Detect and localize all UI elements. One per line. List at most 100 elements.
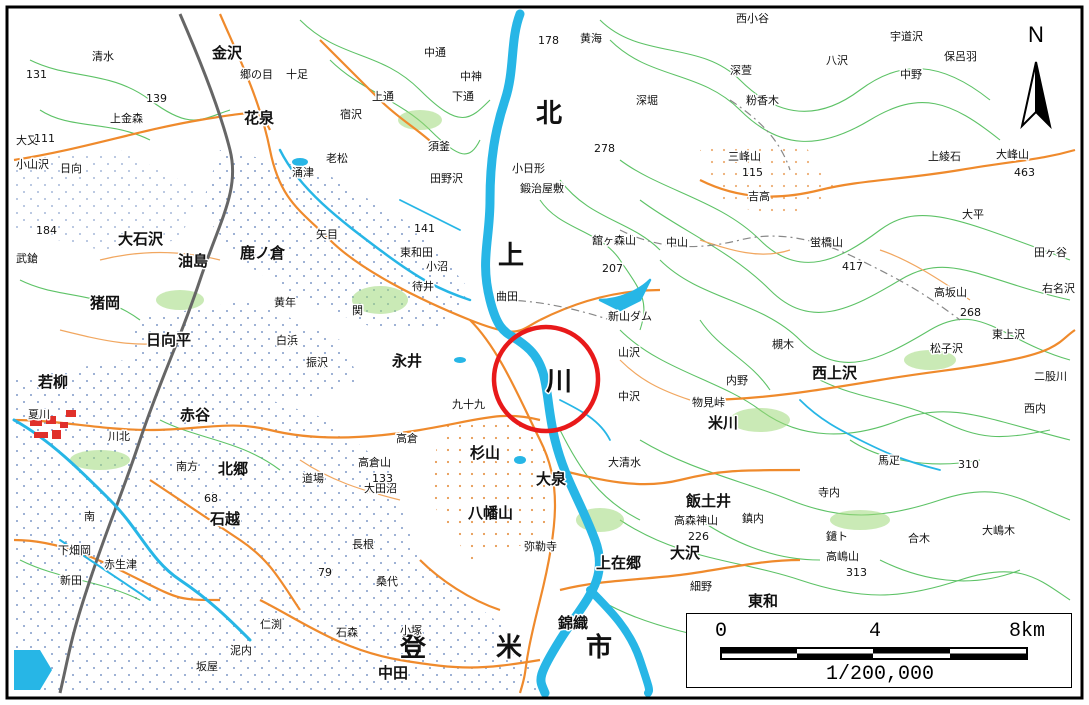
place-label-small: 上通 <box>372 90 394 103</box>
place-label-small: 槻木 <box>772 338 794 351</box>
elevation-label: 111 <box>34 132 55 145</box>
place-label-small: 高倉山 <box>358 455 391 469</box>
place-label-small: 石森 <box>336 625 358 639</box>
place-label-small: 蛍橋山 <box>810 235 843 249</box>
place-label-small: 右名沢 <box>1042 281 1075 295</box>
place-label-small: 小塚 <box>400 624 422 637</box>
place-label-aburashima: 油島 <box>178 252 208 270</box>
elevation-label: 131 <box>26 68 47 81</box>
place-label-small: 吉高 <box>748 189 770 203</box>
place-label-small: 大嶋木 <box>982 523 1015 537</box>
place-label-small: 細野 <box>690 580 712 593</box>
elevation-label: 79 <box>318 566 332 579</box>
north-arrow-icon <box>1020 61 1052 130</box>
place-label-small: 二股川 <box>1034 370 1067 383</box>
contour-lines <box>19 19 1071 651</box>
place-label-kami: 上 <box>498 241 524 271</box>
place-label-kitago: 北郷 <box>218 460 248 478</box>
place-label-small: 三峰山 <box>728 150 761 163</box>
elevation-label: 141 <box>414 222 435 235</box>
place-label-small: 南 <box>84 510 95 523</box>
scale-tick-0: 0 <box>715 620 728 643</box>
place-label-small: 物見峠 <box>692 395 725 409</box>
north-label: N <box>1028 22 1044 47</box>
place-label-shi: 市 <box>586 632 612 663</box>
place-label-small: 高森神山 <box>674 513 718 527</box>
place-label-small: 粉香木 <box>746 94 779 107</box>
elevation-label: 139 <box>146 92 167 105</box>
place-label-hinatadaira: 日向平 <box>146 331 191 349</box>
elevation-label: 115 <box>742 166 763 179</box>
place-label-small: 泥内 <box>230 643 252 657</box>
place-label-hachimanyama: 八幡山 <box>467 504 513 522</box>
place-label-oizumi: 大泉 <box>536 470 567 488</box>
place-label-small: 大田沼 <box>364 481 397 495</box>
urban-area <box>30 410 76 439</box>
lakes <box>14 158 526 690</box>
elevation-label: 207 <box>602 262 623 275</box>
place-label-small: 川北 <box>108 430 130 443</box>
place-label-small: 鍛治屋敷 <box>520 181 564 195</box>
place-label-small: 小沼 <box>426 259 448 273</box>
place-label-small: 涌津 <box>292 166 314 179</box>
place-label-small: 道場 <box>302 471 324 485</box>
railway <box>58 13 235 694</box>
place-label-small: 武鎗 <box>16 251 38 265</box>
place-label-nagai: 永井 <box>391 352 422 370</box>
place-label-small: 大又 <box>16 133 38 147</box>
place-label-small: 桑代 <box>376 575 398 588</box>
place-label-small: 老松 <box>326 151 348 165</box>
place-label-small: 待井 <box>412 279 434 293</box>
place-label-akaya: 赤谷 <box>180 406 211 424</box>
place-label-small: 深萱 <box>730 64 752 77</box>
place-label-kanokura: 鹿ノ倉 <box>240 244 286 262</box>
place-label-small: 田野沢 <box>430 171 463 185</box>
place-label-hanaizumi: 花泉 <box>244 109 275 127</box>
place-label-ishikoshi: 石越 <box>209 510 241 528</box>
place-label-small: 南方 <box>176 459 198 473</box>
place-label-small: 清水 <box>92 50 114 63</box>
place-label-small: 小日形 <box>512 162 545 175</box>
place-label-small: 黄年 <box>274 295 296 309</box>
place-label-mai: 米 <box>496 633 522 663</box>
place-label-small: 保呂羽 <box>944 49 977 63</box>
place-label-small: 鎮内 <box>742 511 764 525</box>
place-label-small: 坂屋 <box>196 660 218 673</box>
place-label-small: 大峰山 <box>996 147 1029 161</box>
place-label-small: 大平 <box>962 207 984 221</box>
place-label-small: 宿沢 <box>340 107 362 121</box>
place-label-small: 鑓ト <box>826 529 848 543</box>
elevation-label: 226 <box>688 530 709 543</box>
place-label-kawa: 川 <box>546 367 572 397</box>
place-label-small: 下畑岡 <box>58 544 91 557</box>
scale-bar: 0 4 8km 1/200,000 <box>686 613 1072 688</box>
elevation-label: 68 <box>204 492 218 505</box>
place-label-sugiyama: 杉山 <box>470 444 500 462</box>
place-label-small: 大清水 <box>608 455 641 469</box>
place-label-small: 十足 <box>286 67 308 81</box>
elevation-label: 313 <box>846 566 867 579</box>
elevation-label: 310 <box>958 458 979 471</box>
place-label-small: 下通 <box>452 90 474 103</box>
place-label-kita: 北 <box>536 99 562 129</box>
place-label-wakayanagi: 若柳 <box>37 373 68 391</box>
place-label-small: 高倉 <box>396 431 418 445</box>
place-label-nishikamisawa: 西上沢 <box>812 364 858 382</box>
place-label-small: 西内 <box>1024 401 1046 415</box>
place-label-small: 赤生津 <box>104 557 137 571</box>
place-label-yonekawa: 米川 <box>708 414 738 432</box>
roads <box>13 13 1076 694</box>
place-label-small: 高嶋山 <box>826 549 859 563</box>
place-label-to: 登 <box>399 632 427 663</box>
place-label-small: 八沢 <box>826 53 848 67</box>
place-label-small: 中野 <box>900 68 922 81</box>
place-label-inooka: 猪岡 <box>89 294 120 312</box>
place-label-small: 須釜 <box>428 139 450 153</box>
place-label-small: 日向 <box>60 161 82 175</box>
place-label-small: 松子沢 <box>930 341 963 355</box>
place-label-small: 高坂山 <box>934 285 967 299</box>
scale-bar-graphic <box>720 647 1028 660</box>
place-label-small: 宇道沢 <box>890 29 923 43</box>
